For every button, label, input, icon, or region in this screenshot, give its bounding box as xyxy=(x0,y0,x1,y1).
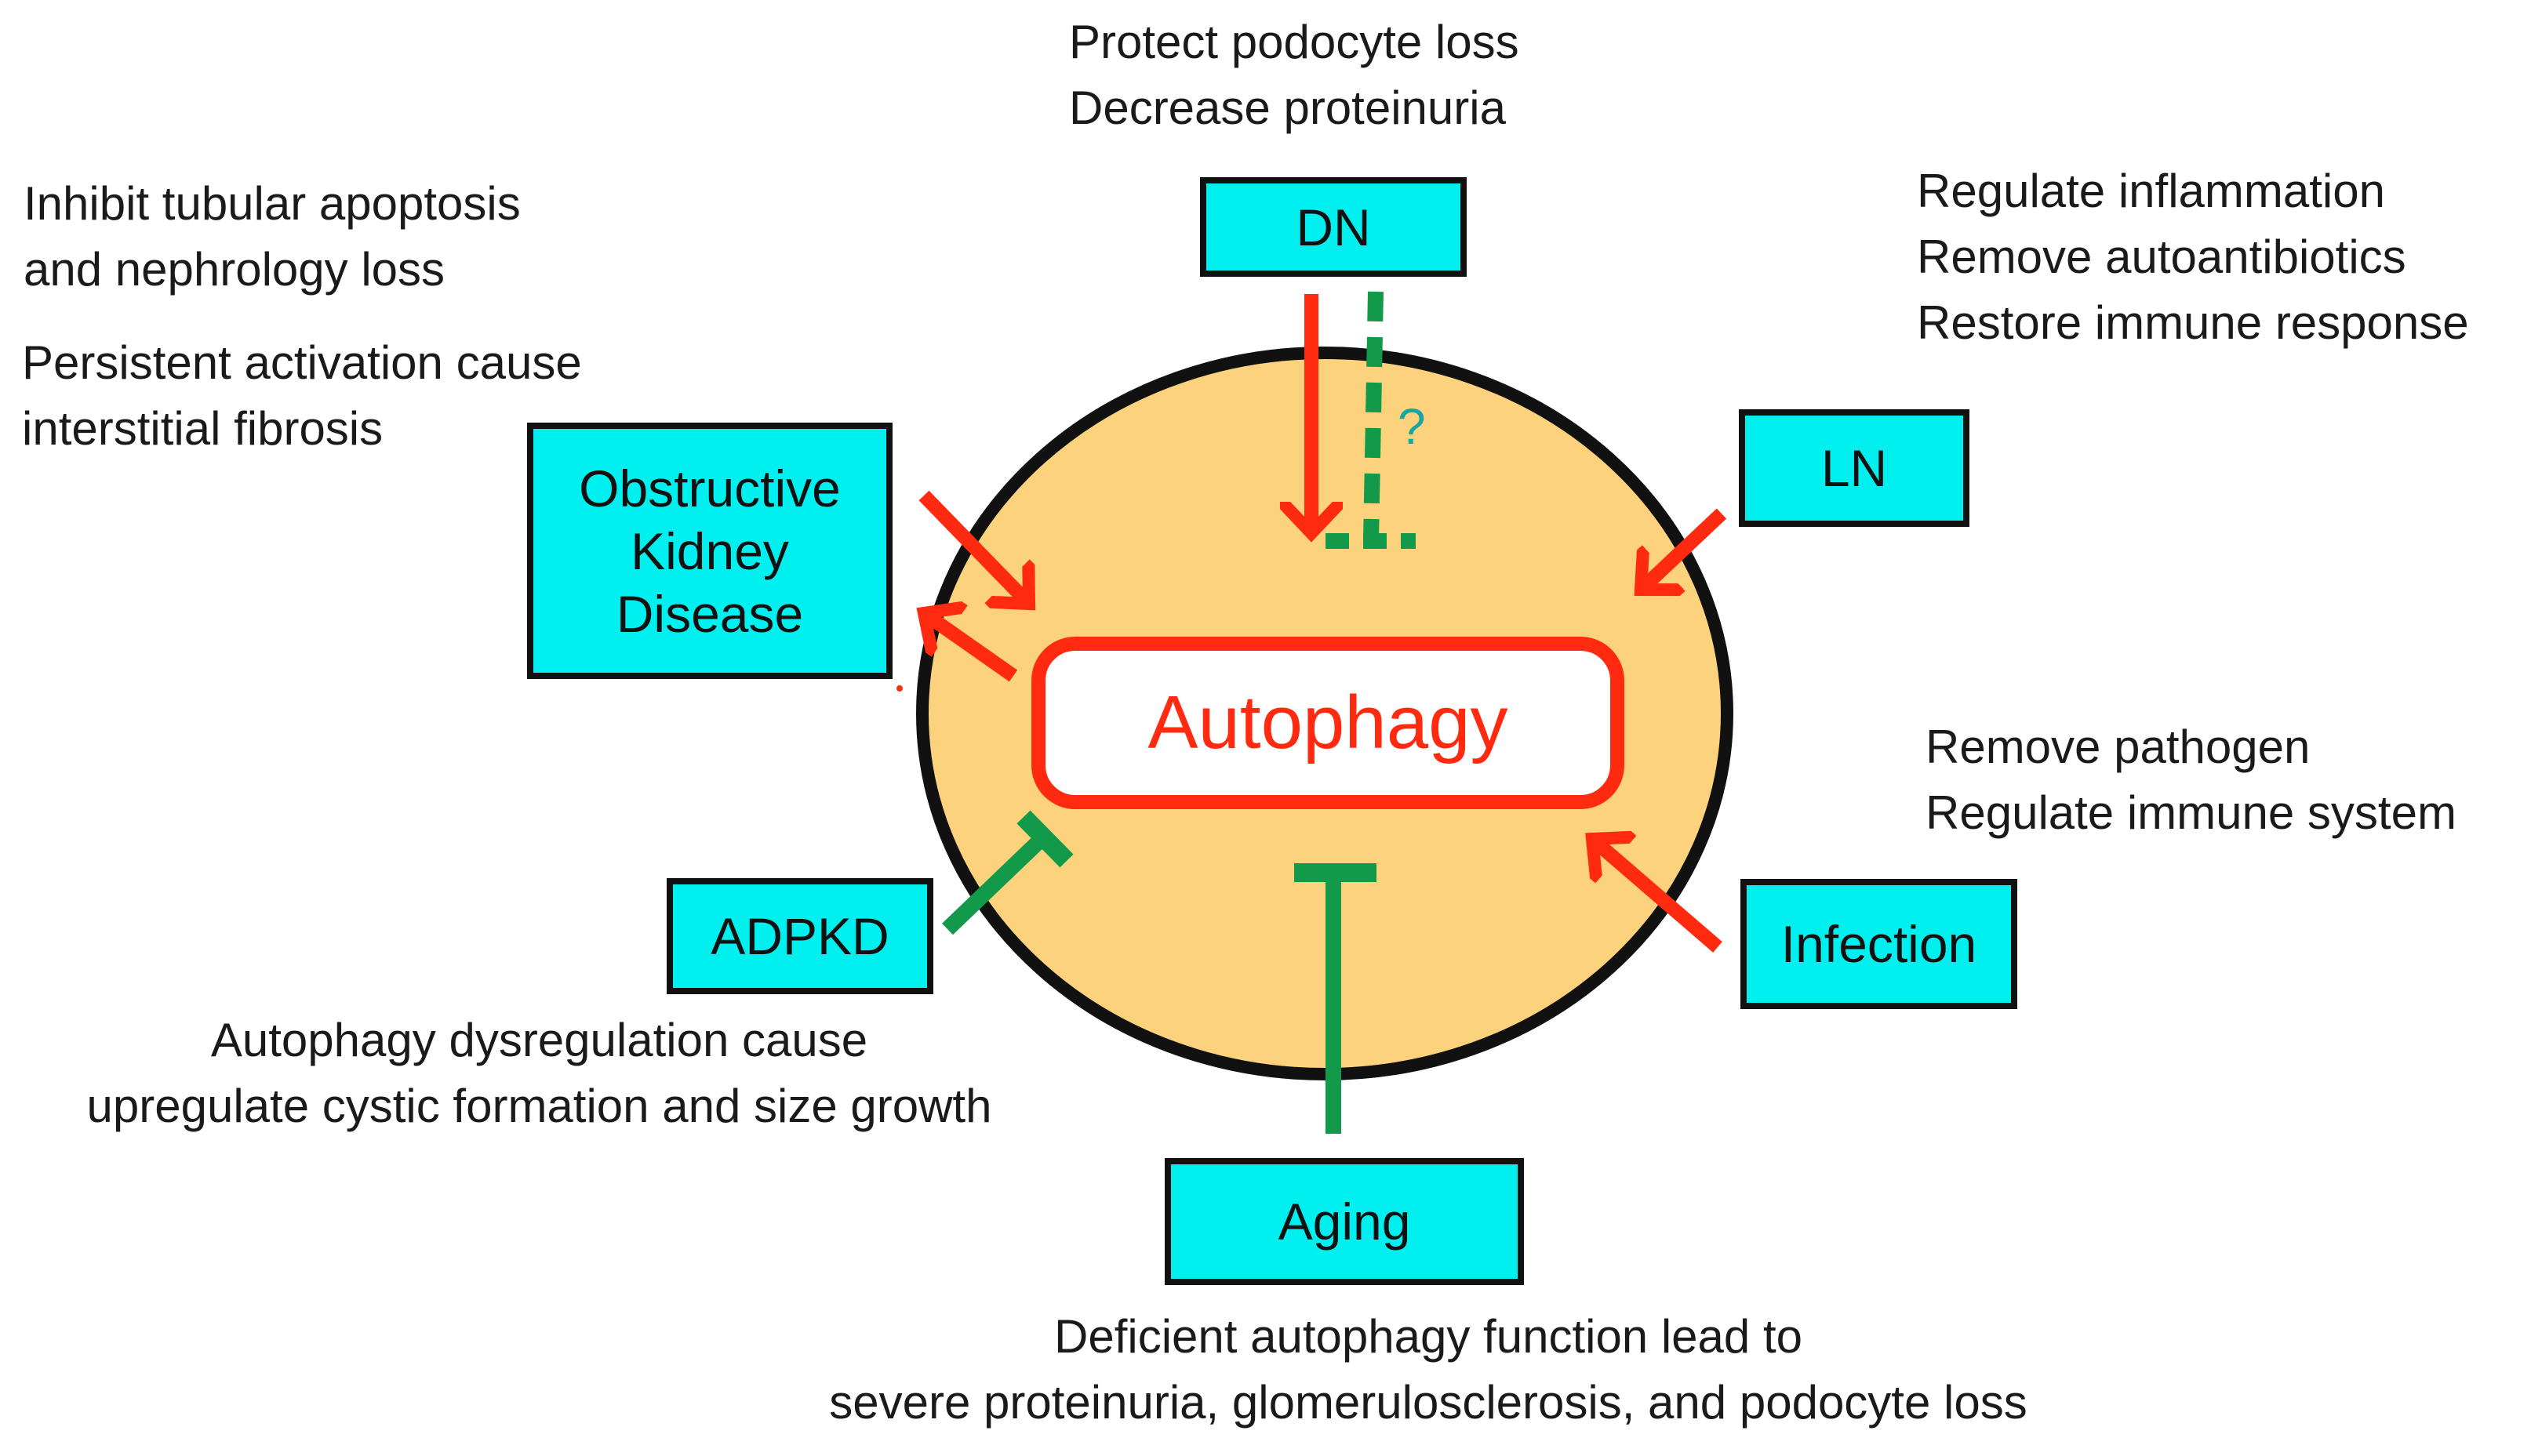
okd-to-autophagy-arrow xyxy=(918,490,1029,604)
adpkd-inhibition-bar xyxy=(1016,810,1074,868)
stray-dot xyxy=(896,685,903,692)
infection-box: Infection xyxy=(1740,879,2017,1009)
ln-note-line-3: Restore immune response xyxy=(1917,296,2469,349)
okd-note-1: Inhibit tubular apoptosis and nephrology… xyxy=(24,171,521,303)
dn-unknown-mark: ? xyxy=(1398,398,1426,455)
okd-note-2-line-2: interstitial fibrosis xyxy=(22,402,384,455)
dn-note: Protect podocyte loss Decrease proteinur… xyxy=(1069,9,1519,141)
okd-note-2: Persistent activation cause interstitial… xyxy=(22,330,582,462)
ln-activation-arrow xyxy=(1641,508,1727,590)
infection-note: Remove pathogen Regulate immune system xyxy=(1926,714,2456,846)
autophagy-to-okd-arrow xyxy=(924,613,1018,682)
aging-label: Aging xyxy=(1278,1193,1411,1251)
okd-label-line-2: Kidney xyxy=(631,521,789,580)
okd-note-1-line-1: Inhibit tubular apoptosis xyxy=(24,177,521,230)
adpkd-note: Autophagy dysregulation cause upregulate… xyxy=(0,1008,1078,1139)
okd-note-1-line-2: and nephrology loss xyxy=(24,243,445,296)
infection-note-line-1: Remove pathogen xyxy=(1926,721,2311,773)
ln-note-line-2: Remove autoantibiotics xyxy=(1917,231,2406,283)
adpkd-inhibition-line xyxy=(942,831,1049,935)
dn-note-line-1: Protect podocyte loss xyxy=(1069,16,1519,68)
ln-note-line-1: Regulate inflammation xyxy=(1917,165,2385,217)
aging-note-line-2: severe proteinuria, glomerulosclerosis, … xyxy=(829,1376,2027,1429)
infection-label: Infection xyxy=(1780,915,1977,973)
dn-box: DN xyxy=(1200,177,1467,277)
okd-note-2-line-1: Persistent activation cause xyxy=(22,336,582,389)
dn-label: DN xyxy=(1296,198,1371,256)
ln-label: LN xyxy=(1820,439,1888,497)
infection-note-line-2: Regulate immune system xyxy=(1926,786,2456,839)
infection-activation-arrow xyxy=(1592,839,1722,953)
autophagy-label: Autophagy xyxy=(1147,681,1508,764)
adpkd-note-line-2: upregulate cystic formation and size gro… xyxy=(86,1080,992,1132)
autophagy-node: Autophagy xyxy=(1031,637,1624,809)
aging-note: Deficient autophagy function lead to sev… xyxy=(651,1304,2206,1436)
okd-label-line-3: Disease xyxy=(616,584,804,643)
aging-box: Aging xyxy=(1165,1158,1524,1285)
dn-dashed-inhibition-line xyxy=(1363,291,1384,542)
okd-label-line-1: Obstructive xyxy=(579,459,841,517)
adpkd-label: ADPKD xyxy=(711,907,889,965)
adpkd-note-line-1: Autophagy dysregulation cause xyxy=(210,1014,868,1066)
ln-box: LN xyxy=(1739,409,1969,527)
dn-note-line-2: Decrease proteinuria xyxy=(1069,82,1506,134)
okd-box: Obstructive Kidney Disease xyxy=(527,423,893,679)
ln-note: Regulate inflammation Remove autoantibio… xyxy=(1917,158,2469,356)
aging-note-line-1: Deficient autophagy function lead to xyxy=(1054,1310,1802,1363)
adpkd-box: ADPKD xyxy=(667,878,933,994)
